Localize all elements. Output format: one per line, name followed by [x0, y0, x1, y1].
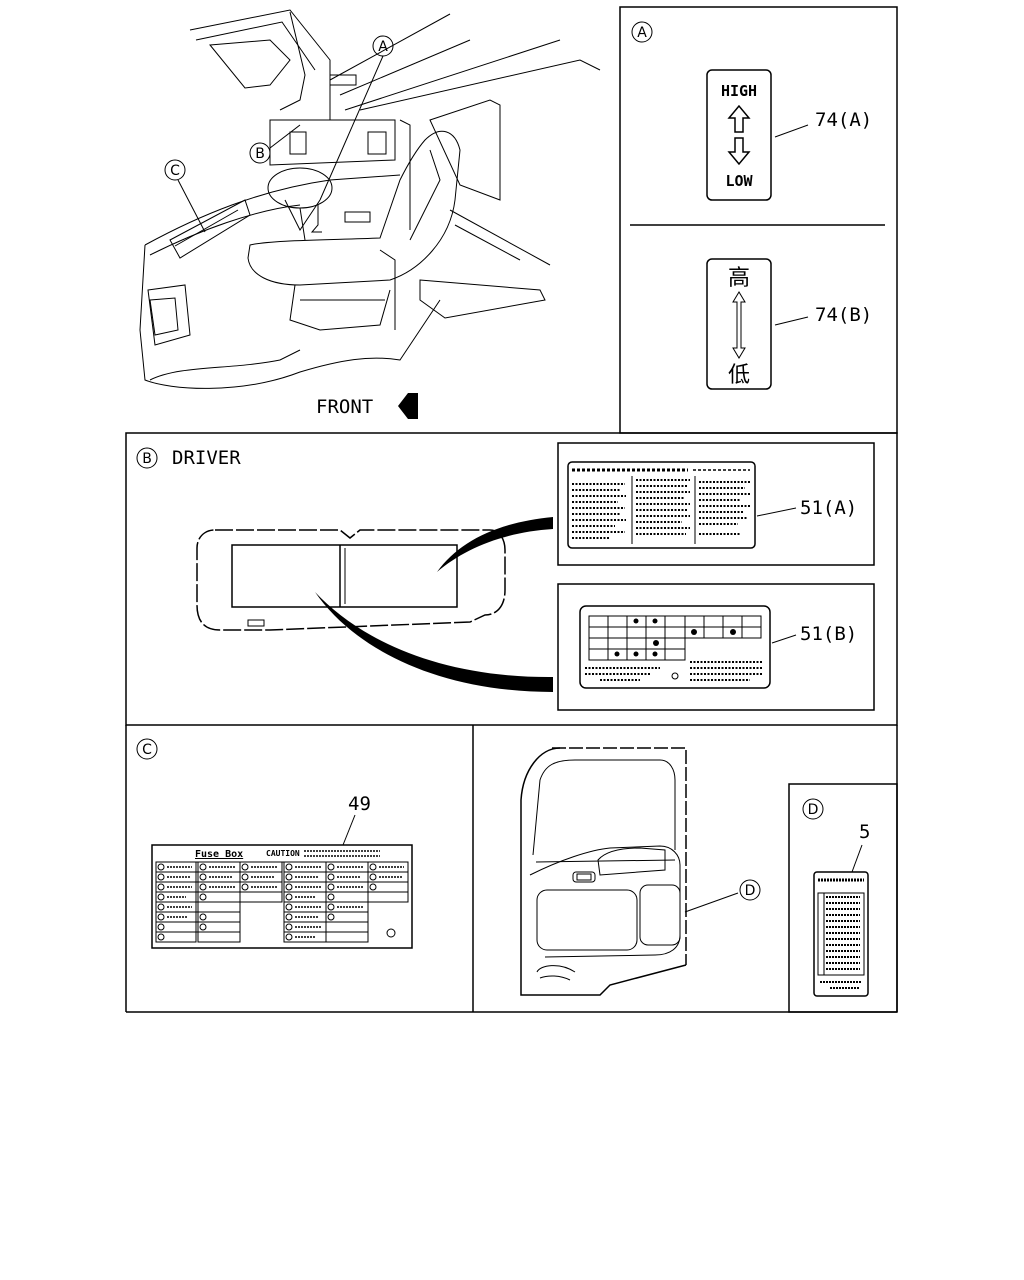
callout-d-panel: D [802, 798, 824, 820]
sign-high-cjk: 高 [728, 266, 750, 291]
callout-d-door: D [739, 879, 761, 901]
door-label-5 [813, 871, 869, 997]
svg-text:D: D [745, 883, 756, 899]
front-label: FRONT [316, 396, 373, 418]
symbol-label-51b [579, 605, 771, 689]
svg-text:D: D [808, 802, 819, 818]
callout-a-overview: A [372, 35, 394, 57]
cab-interior-illustration [139, 9, 601, 389]
callout-a-panel: A [631, 21, 653, 43]
sign-high-label: HIGH [721, 82, 757, 100]
sign-74b: 高 低 [706, 258, 772, 390]
callout-c-overview: C [164, 159, 186, 181]
part-51b-label: 51(B) [800, 623, 857, 645]
door-illustration [520, 747, 739, 996]
part-74b-label: 74(B) [815, 304, 872, 326]
double-arrow-icon [732, 291, 746, 359]
sun-visor [196, 529, 506, 631]
connector-51a [437, 517, 553, 572]
part-49-label: 49 [348, 793, 371, 815]
sign-74a: HIGH LOW [706, 69, 772, 201]
callout-c-panel: C [136, 738, 158, 760]
svg-text:B: B [142, 451, 152, 467]
sign-low-cjk: 低 [728, 363, 750, 388]
arrow-up-icon [727, 104, 751, 133]
callout-b-panel: B [136, 447, 158, 469]
sign-low-label: LOW [725, 172, 753, 190]
fuse-box-label: Fuse Box CAUTION [151, 844, 413, 949]
connector-51b [315, 592, 553, 692]
arrow-down-icon [727, 137, 751, 166]
svg-text:C: C [170, 163, 180, 179]
panel-b-title: DRIVER [172, 447, 241, 469]
svg-text:B: B [255, 146, 265, 162]
caution-label: CAUTION [266, 849, 300, 858]
svg-text:A: A [378, 39, 388, 55]
part-5-label: 5 [859, 821, 870, 843]
svg-text:C: C [142, 742, 152, 758]
caution-label-51a [567, 461, 756, 549]
callout-b-overview: B [249, 142, 271, 164]
panel-borders [125, 6, 898, 1013]
part-51a-label: 51(A) [800, 497, 857, 519]
svg-text:A: A [637, 25, 647, 41]
fuse-box-title: Fuse Box [195, 849, 243, 860]
front-arrow-icon [398, 393, 418, 419]
part-74a-label: 74(A) [815, 109, 872, 131]
